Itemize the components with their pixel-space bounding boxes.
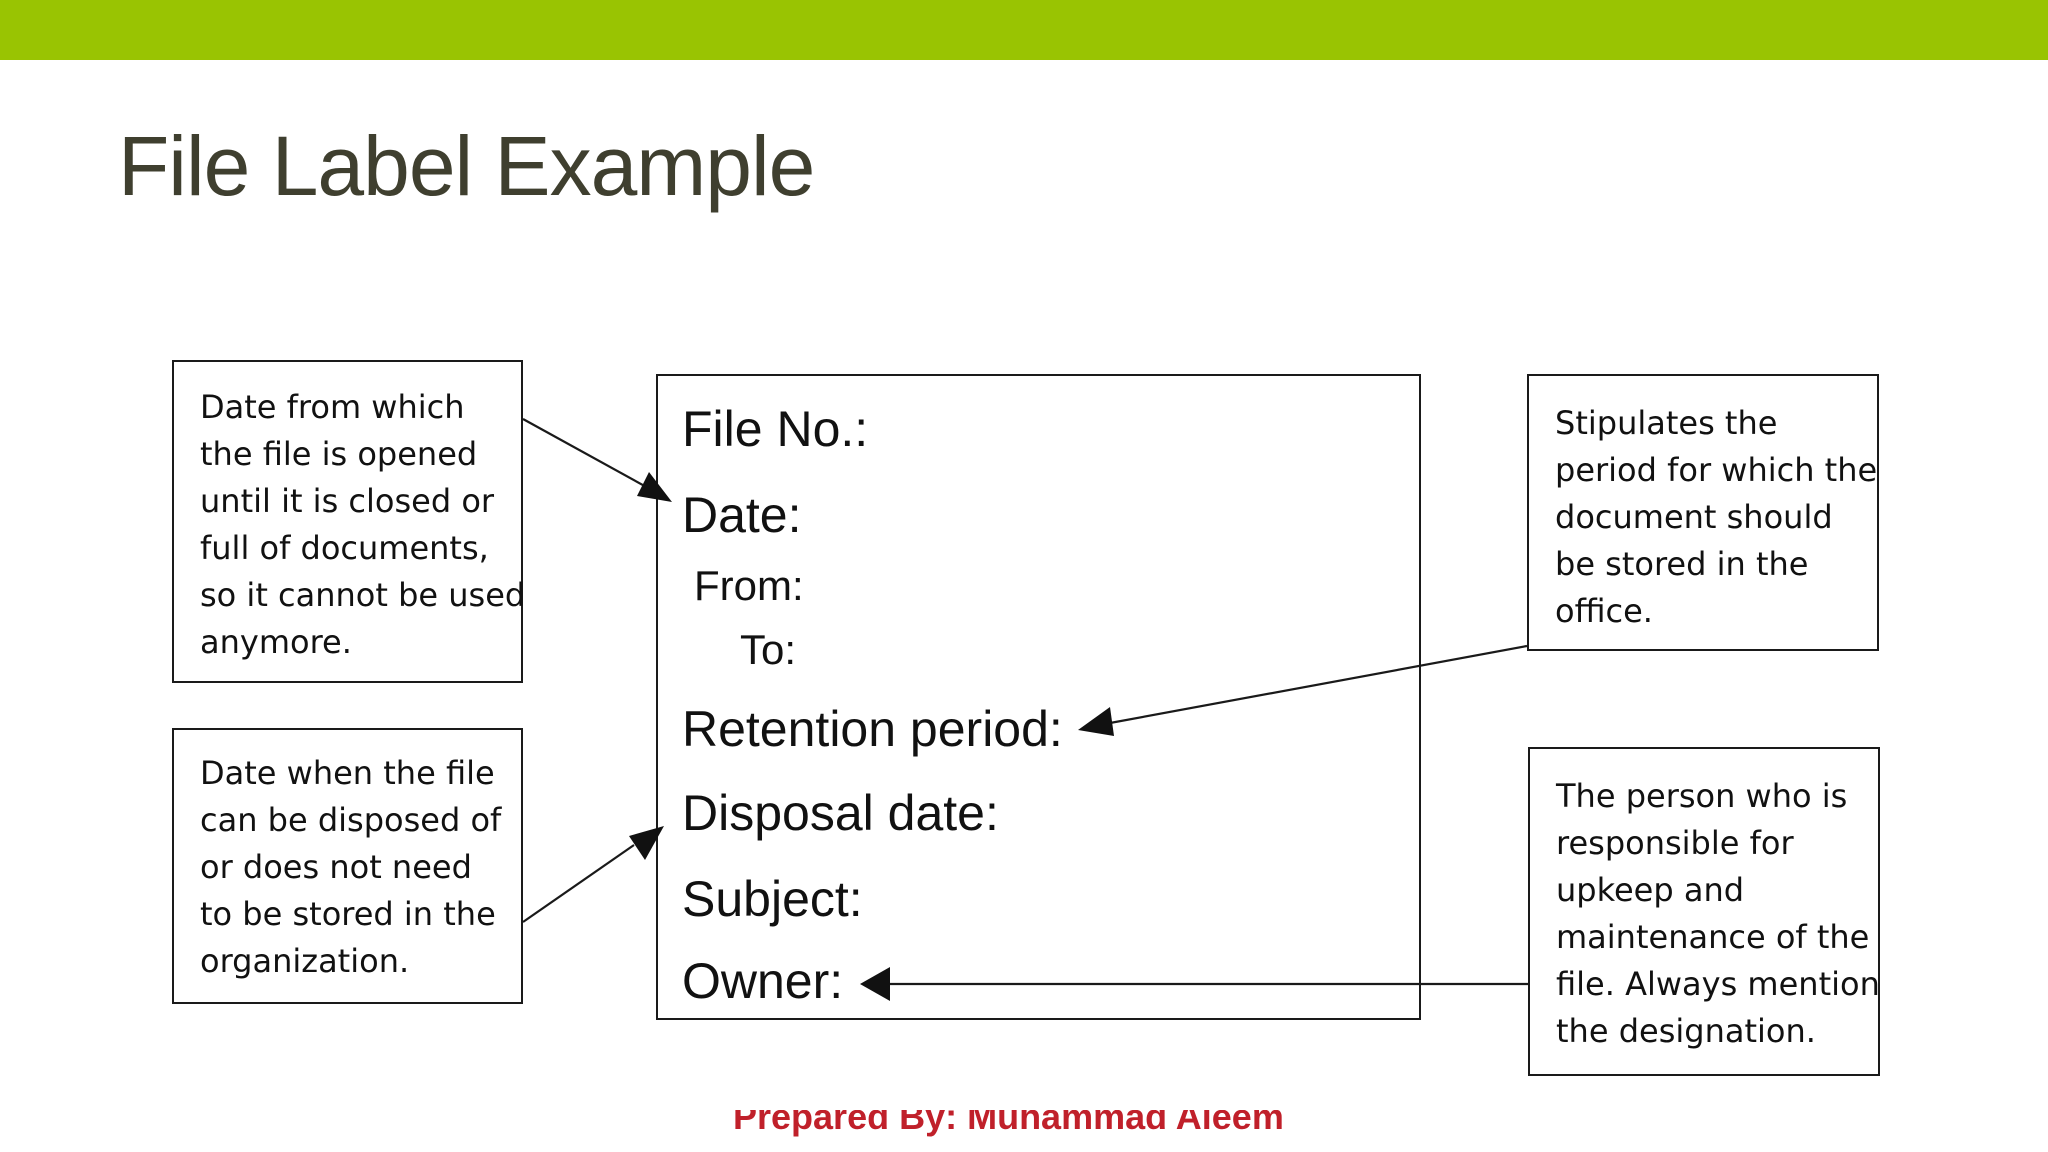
note-line: upkeep and [1556,871,1745,909]
footer-credit-clip: Prepared By: Muhammad Aleem Habib [733,1110,1293,1152]
note-line: so it cannot be used [200,576,526,614]
field-date: Date: [682,487,802,543]
field-from: From: [694,562,804,609]
field-to: To: [740,626,797,673]
note-opened-date: Date from which the file is opened until… [172,360,526,683]
note-line: anymore. [200,623,352,661]
note-line: The person who is [1556,777,1848,815]
note-line: Date from which [200,388,465,426]
note-line: until it is closed or [200,482,495,520]
note-line: full of documents, [200,529,489,567]
arrow-disposal-line [522,844,635,923]
note-line: office. [1555,592,1653,630]
note-line: organization. [200,942,410,980]
field-owner: Owner: [682,953,844,1009]
footer-credit: Prepared By: Muhammad Aleem Habib [733,1110,1293,1137]
field-subject: Subject: [682,871,863,927]
note-line: responsible for [1556,824,1794,862]
arrow-open-to-date-line [522,418,651,490]
note-line: to be stored in the [200,895,496,933]
note-line: Date when the file [200,754,495,792]
note-disposal-date: Date when the file can be disposed of or… [172,728,523,1004]
note-line: period for which the [1555,451,1878,489]
field-file-no: File No.: [682,401,869,457]
file-label-box: File No.: Date: From: To: Retention peri… [656,374,1421,1020]
field-retention-period: Retention period: [682,701,1063,757]
slide-title: File Label Example [118,119,815,213]
note-line: maintenance of the [1556,918,1870,956]
field-disposal-date: Disposal date: [682,785,999,841]
note-line: or does not need [200,848,472,886]
note-line: Stipulates the [1555,404,1778,442]
note-retention-period: Stipulates the period for which the docu… [1527,374,1879,651]
note-line: the designation. [1556,1012,1816,1050]
note-line: can be disposed of [200,801,502,839]
note-owner: The person who is responsible for upkeep… [1528,747,1880,1076]
accent-top-bar [0,0,2048,60]
note-line: be stored in the [1555,545,1809,583]
note-line: the file is opened [200,435,478,473]
note-line: file. Always mention [1556,965,1880,1003]
note-line: document should [1555,498,1833,536]
